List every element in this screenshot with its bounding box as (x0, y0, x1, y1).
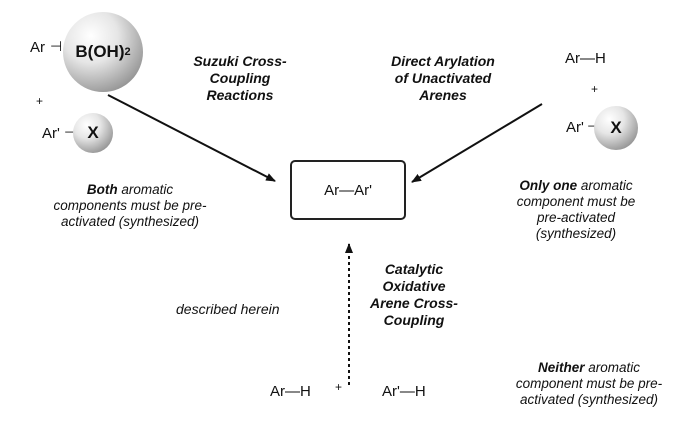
left-arrow (107, 94, 276, 182)
direct-title-line2: of Unactivated (394, 70, 492, 86)
left-note-line2: components must be pre- (53, 198, 207, 213)
direct-title-line1: Direct Arylation (391, 53, 495, 69)
left-note-bold: Both (86, 182, 118, 197)
left-ar-prime-label: Ar' (42, 125, 60, 142)
left-note-line1: Both aromatic (16, 182, 244, 198)
bottom-note-line3: activated (synthesized) (519, 392, 659, 407)
suzuki-title-line3: Reactions (206, 87, 274, 103)
catalytic-title-line3: Arene Cross- (370, 295, 458, 311)
bottom-note: Neither aromatic component must be pre- … (500, 360, 678, 408)
right-plus: + (591, 82, 599, 96)
bottom-note-line2: component must be pre- (515, 376, 663, 391)
boronic-acid-subscript: 2 (124, 46, 131, 58)
described-herein-label: described herein (176, 301, 280, 317)
direct-title-line3: Arenes (419, 87, 467, 103)
suzuki-title: Suzuki Cross- Coupling Reactions (170, 53, 310, 104)
left-note: Both aromatic components must be pre- ac… (16, 182, 244, 230)
bottom-note-line1-rest: aromatic (584, 360, 641, 375)
bottom-ar-prime-h-label: Ar'—H (382, 383, 426, 400)
right-note-line1: Only one aromatic (476, 178, 676, 194)
halide-label-right: X (610, 118, 622, 137)
right-arrow (411, 103, 543, 183)
suzuki-title-line1: Suzuki Cross- (193, 53, 287, 69)
right-note: Only one aromatic component must be pre-… (476, 178, 676, 242)
halide-sphere-right: X (594, 106, 638, 150)
right-arh-label: Ar—H (565, 50, 606, 67)
right-note-line3: pre-activated (536, 210, 616, 225)
boronic-acid-label: B(OH) (75, 42, 125, 61)
right-note-line1-rest: aromatic (577, 178, 633, 193)
catalytic-title-line2: Oxidative (382, 278, 446, 294)
direct-arylation-title: Direct Arylation of Unactivated Arenes (358, 53, 528, 104)
catalytic-title: Catalytic Oxidative Arene Cross- Couplin… (352, 261, 476, 329)
bottom-arh-label: Ar—H (270, 383, 311, 400)
product-label: Ar—Ar' (324, 181, 372, 199)
bond-arrow-left-top: ⊣ (50, 38, 63, 54)
right-ar-prime-label: Ar' (566, 119, 584, 136)
bottom-note-line1: Neither aromatic (500, 360, 678, 376)
bottom-plus: + (335, 380, 343, 394)
left-note-line3: activated (synthesized) (60, 214, 200, 229)
bottom-note-bold: Neither (537, 360, 585, 375)
left-ar-label: Ar (30, 39, 45, 56)
halide-sphere-left: X (73, 113, 113, 153)
right-note-line4: (synthesized) (535, 226, 617, 241)
right-note-bold: Only one (519, 178, 578, 193)
left-plus: + (36, 94, 44, 108)
halide-label-left: X (87, 123, 99, 142)
right-note-line2: component must be (516, 194, 636, 209)
boronic-acid-sphere: B(OH)2 (63, 12, 143, 92)
catalytic-title-line1: Catalytic (384, 261, 444, 277)
suzuki-title-line2: Coupling (209, 70, 271, 86)
catalytic-title-line4: Coupling (383, 312, 445, 328)
left-note-line1-rest: aromatic (117, 182, 174, 197)
product-box: Ar—Ar' (290, 160, 406, 220)
